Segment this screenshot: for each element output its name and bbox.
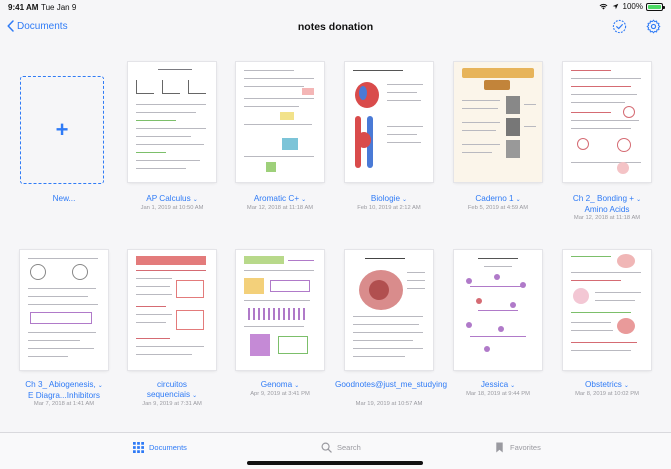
notebook-thumbnail[interactable] [128,250,216,370]
back-button-label: Documents [17,20,68,32]
battery-icon [646,2,665,11]
notebook-title: Ch 3_ Abiogenesis,⌄E Diagra...Inhibitors [25,380,103,400]
notebook-title: Goodnotes@just_me_studying [335,380,448,389]
chevron-left-icon [7,20,14,32]
notebook-title: Biologie⌄ [370,194,408,203]
nav-actions [612,19,661,34]
status-date: Tue Jan 9 [41,3,77,12]
home-indicator[interactable] [247,461,423,465]
new-notebook-label: New... [52,194,76,203]
back-button[interactable]: Documents [7,20,68,32]
location-arrow-icon [612,3,618,10]
chevron-down-icon[interactable]: ⌄ [192,393,198,399]
notebook-thumbnail[interactable] [345,62,433,182]
bookmark-icon [496,442,503,453]
chevron-down-icon[interactable]: ⌄ [636,197,642,203]
notebook-thumbnail[interactable] [128,62,216,182]
chevron-down-icon[interactable]: ⌄ [294,383,300,389]
notebook-title: Genoma⌄ [260,380,300,389]
search-icon [321,442,332,453]
notebook-title: AP Calculus⌄ [146,194,198,203]
tab-search-label: Search [337,443,361,452]
notebook-title: Caderno 1⌄ [475,194,521,203]
notebook-thumbnail[interactable] [20,250,108,370]
notebook-thumbnail[interactable] [236,62,324,182]
notebook-thumbnail[interactable] [454,250,542,370]
notebook-thumbnail[interactable] [236,250,324,370]
notebook-date: Mar 12, 2018 at 11:18 AM [573,215,641,221]
battery-percent: 100% [622,2,643,11]
notebook-date: Mar 8, 2019 at 10:02 PM [575,391,639,397]
notebook-date: Mar 12, 2018 at 11:18 AM [246,205,314,211]
tab-favorites-label: Favorites [510,443,541,452]
chevron-down-icon[interactable]: ⌄ [510,383,516,389]
wifi-icon [599,3,607,10]
tab-favorites[interactable]: Favorites [494,442,541,453]
chevron-down-icon[interactable]: ⌄ [192,197,198,203]
notebook-title: Ch 2_ Bonding +⌄Amino Acids [572,194,642,214]
notebook-date: Jan 9, 2019 at 7:31 AM [142,401,202,407]
tab-documents[interactable]: Documents [133,442,187,453]
notebook-date: Feb 5, 2019 at 4:59 AM [467,205,529,211]
settings-gear-icon[interactable] [646,19,661,34]
notebook-thumbnail[interactable] [563,62,651,182]
notebook-date: Apr 9, 2019 at 3:41 PM [250,391,310,397]
status-bar: 9:41 AM Tue Jan 9 100% [0,0,671,14]
chevron-down-icon[interactable]: ⌄ [515,197,521,203]
tab-documents-label: Documents [149,443,187,452]
notebook-thumbnail[interactable] [454,62,542,182]
new-notebook-button[interactable]: + [20,76,104,184]
chevron-down-icon[interactable]: ⌄ [301,197,307,203]
notebook-title: Obstetrics⌄ [585,380,629,389]
notebook-date: Mar 18, 2019 at 9:44 PM [466,391,530,397]
chevron-down-icon[interactable]: ⌄ [402,197,408,203]
status-right: 100% [599,2,665,11]
select-checkmark-icon[interactable] [612,19,627,34]
status-time: 9:41 AM [8,3,39,12]
notebook-date: Mar 7, 2018 at 1:41 AM [33,401,95,407]
notebook-date: Feb 10, 2019 at 2:12 AM [357,205,421,211]
notebook-date: Jan 1, 2019 at 10:50 AM [140,205,204,211]
grid-icon [133,442,144,453]
plus-icon: + [55,117,69,142]
notebook-thumbnail[interactable] [563,250,651,370]
chevron-down-icon[interactable]: ⌄ [623,383,629,389]
notebook-title: Aromatic C+⌄ [253,194,307,203]
navigation-bar: Documents notes donation [0,14,671,42]
page-title: notes donation [297,21,374,33]
notebook-date: Mar 19, 2019 at 10:57 AM [355,401,423,407]
notebook-thumbnail[interactable] [345,250,433,370]
chevron-down-icon[interactable]: ⌄ [97,383,103,389]
tab-search[interactable]: Search [321,442,361,453]
notebook-title: Jessica⌄ [480,380,516,389]
